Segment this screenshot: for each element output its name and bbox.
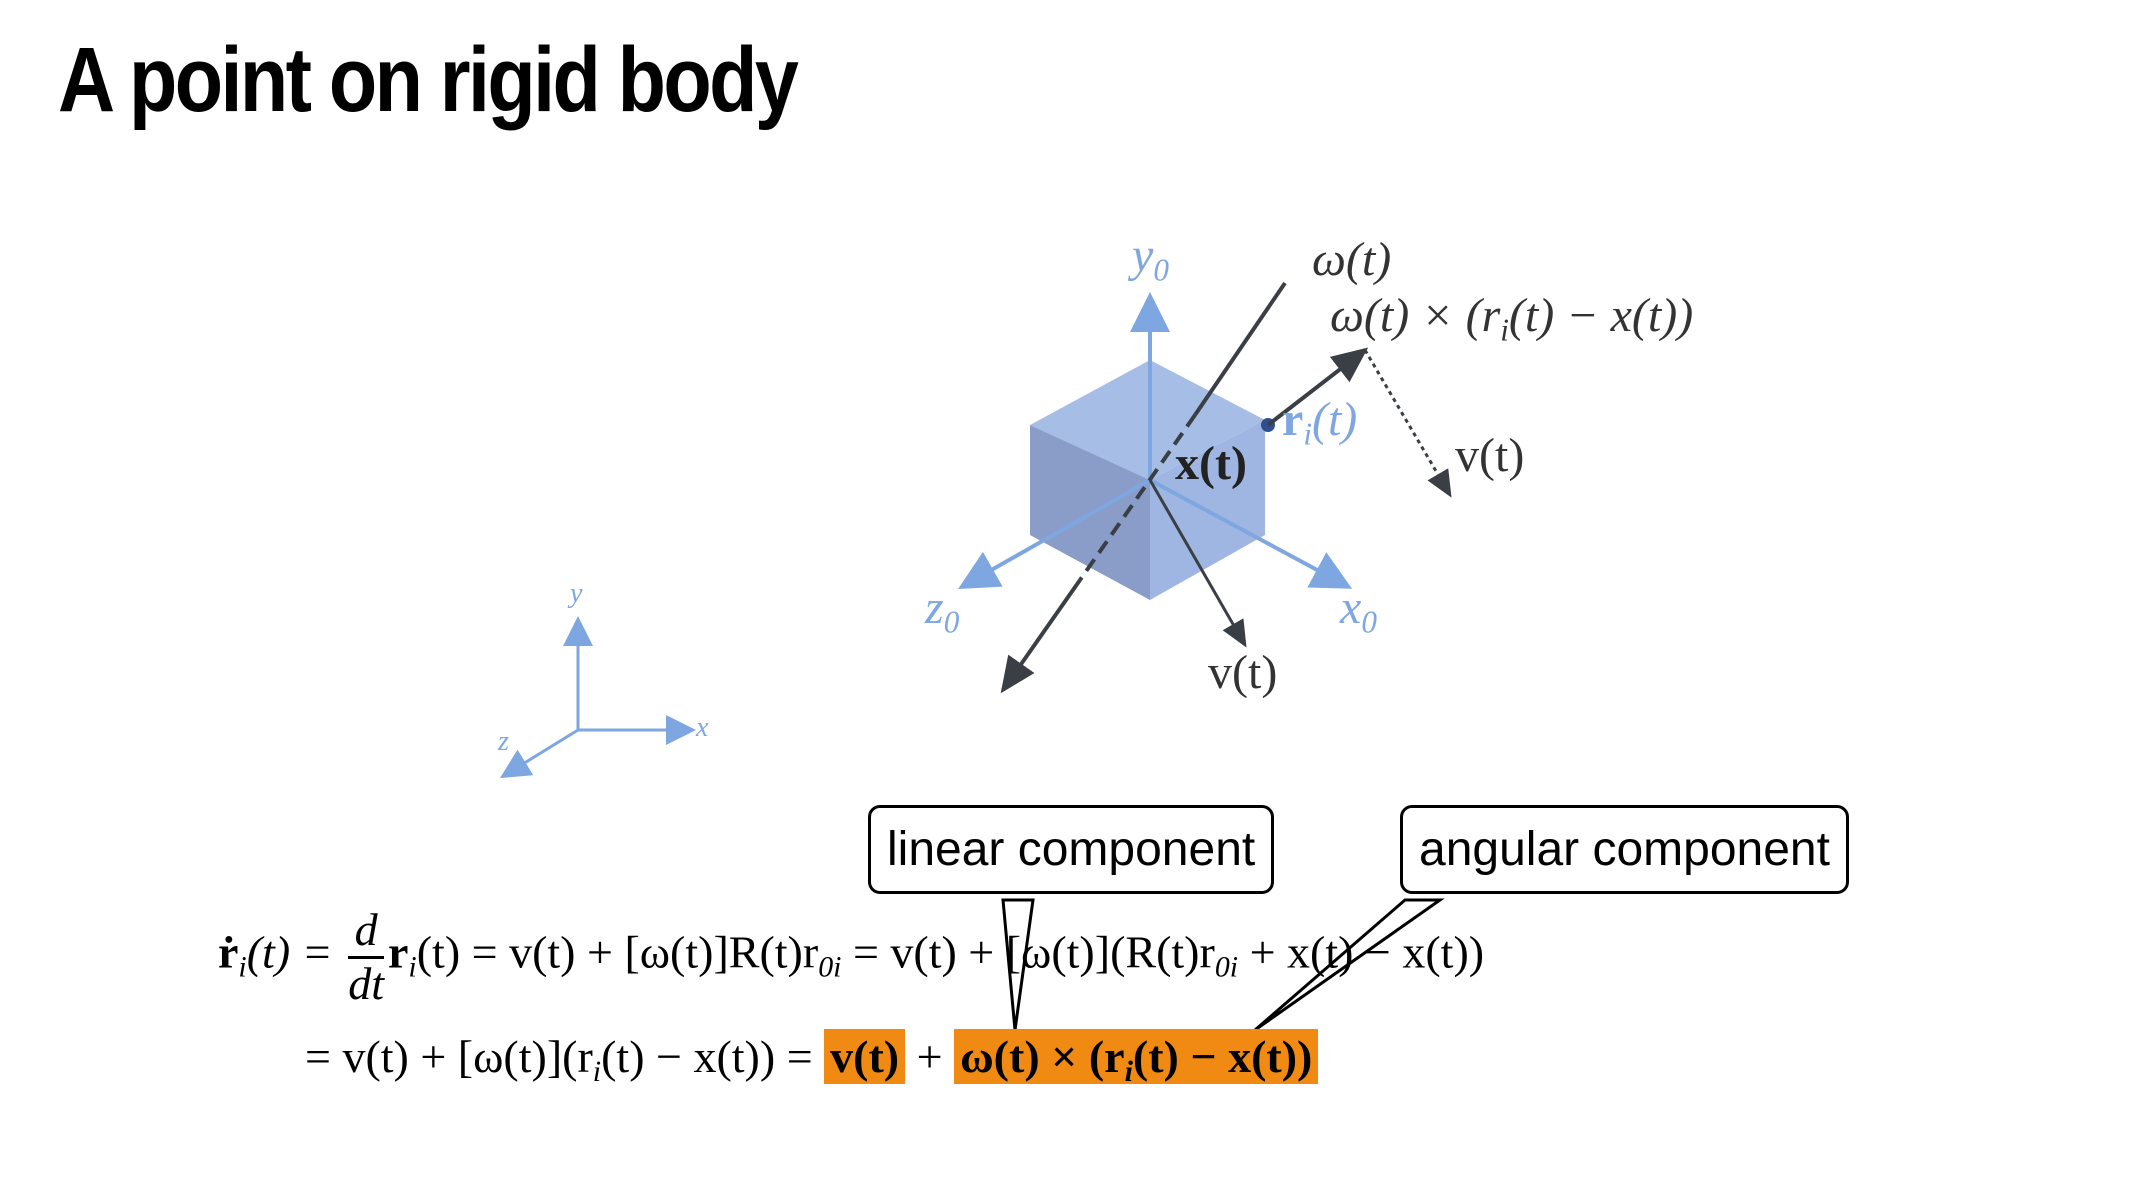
eq1-frac-num: d — [348, 904, 384, 959]
velocity-arrow-center — [1148, 479, 1247, 648]
slide-title: A point on rigid body — [58, 29, 799, 131]
omega-axis — [1193, 281, 1287, 417]
eq1-part3: = v(t) + [ω(t)](R(t)r — [841, 926, 1215, 978]
label-world-y: y — [570, 578, 583, 609]
label-z0-text: z — [925, 581, 944, 634]
linear-component-highlight: v(t) — [824, 1029, 906, 1084]
label-omega-cross-b: (t) − x(t)) — [1508, 289, 1694, 342]
angular-callout-pointer — [1254, 898, 1445, 1032]
axis-z0 — [958, 478, 1151, 589]
angular-component-callout: angular component — [1400, 805, 1849, 894]
label-omega-cross-sub: i — [1500, 312, 1509, 348]
linear-callout-pointer — [1001, 898, 1035, 1031]
cube-top-face — [1030, 360, 1265, 480]
label-omega-cross: ω(t) × (ri(t) − x(t)) — [1330, 288, 1693, 348]
eq1-lhs-sub: i — [238, 950, 247, 984]
eq1-part2-arg: (t) = v(t) + [ω(t)]R(t)r — [416, 926, 819, 978]
label-xt: x(t) — [1175, 437, 1247, 490]
label-z0: z0 — [925, 580, 959, 640]
eq1-part2-sub2: 0i — [818, 950, 842, 984]
label-x0-text: x — [1340, 581, 1362, 634]
label-vt-bottom: v(t) — [1208, 646, 1278, 699]
label-y0: y0 — [1132, 228, 1169, 288]
omega-axis-dashed — [1078, 413, 1197, 582]
omega-axis-lower — [1000, 578, 1082, 694]
eq1-part3-sub: 0i — [1214, 950, 1239, 984]
label-omega-cross-a: ω(t) × (r — [1330, 289, 1501, 342]
label-world-z: z — [498, 726, 509, 757]
angular-component-highlight: ω(t) × (ri(t) − x(t)) — [954, 1029, 1319, 1088]
eq2-angular-sub: i — [1124, 1054, 1133, 1088]
equation-line-1: ṙi(t) = d dt ri(t) = v(t) + [ω(t)]R(t)r0… — [218, 904, 1485, 1009]
eq2-mid: (t) − x(t)) = — [601, 1031, 813, 1082]
label-z0-sub: 0 — [943, 604, 960, 640]
world-axis-z — [499, 728, 579, 779]
eq1-frac-den: dt — [348, 957, 384, 1009]
eq2-plus: + — [916, 1031, 943, 1082]
eq1-lhs: ṙ — [218, 926, 239, 978]
label-ri-arg: (t) — [1311, 393, 1358, 446]
label-y0-sub: 0 — [1153, 252, 1169, 288]
label-y0-text: y — [1132, 229, 1154, 282]
eq2-angular-b: (t) − x(t)) — [1132, 1031, 1313, 1082]
eq1-part4: + x(t) − x(t)) — [1238, 926, 1485, 978]
linear-component-callout: linear component — [868, 805, 1275, 894]
label-x0-sub: 0 — [1361, 604, 1377, 640]
eq1-fraction: d dt — [348, 904, 384, 1009]
label-ri-r: r — [1282, 393, 1304, 446]
velocity-arrow-point — [1363, 349, 1452, 498]
eq1-lhs-arg: (t) = — [246, 926, 333, 978]
omega-cross-arrow — [1266, 347, 1369, 427]
axis-x0 — [1149, 478, 1353, 589]
label-world-x: x — [696, 712, 709, 743]
label-ri-sub: i — [1303, 416, 1312, 452]
label-vt-right: v(t) — [1455, 429, 1525, 482]
eq2-start-sub: i — [592, 1054, 602, 1088]
label-x0: x0 — [1340, 580, 1377, 640]
eq2-start: = v(t) + [ω(t)](r — [305, 1031, 593, 1082]
equation-line-2: = v(t) + [ω(t)](ri(t) − x(t)) = v(t) + ω… — [305, 1029, 1319, 1089]
eq2-angular-a: ω(t) × (r — [960, 1031, 1125, 1082]
eq1-part2-sub: i — [408, 950, 417, 984]
eq1-part2: r — [387, 926, 409, 978]
label-ri: ri(t) — [1282, 392, 1357, 452]
label-omega: ω(t) — [1312, 233, 1392, 286]
